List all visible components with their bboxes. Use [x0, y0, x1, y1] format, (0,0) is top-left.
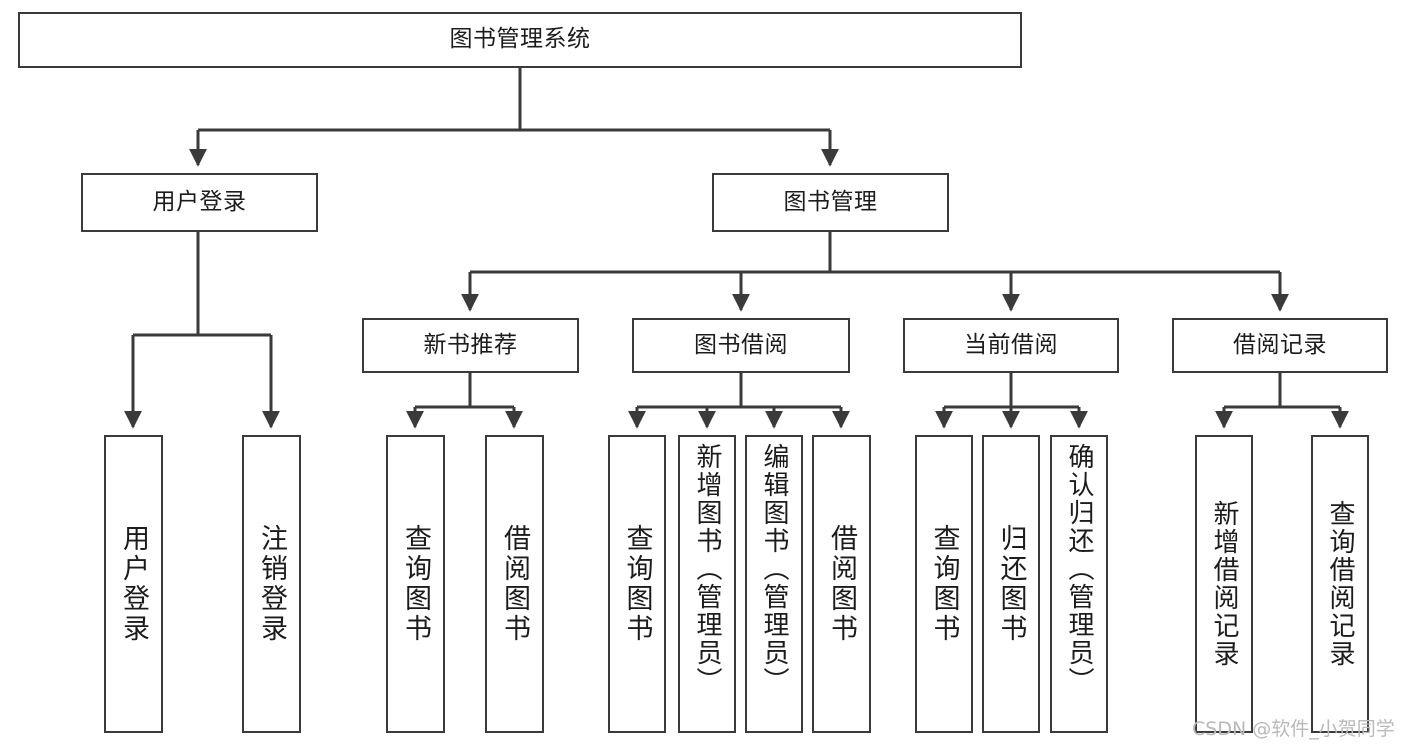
node-leaf-query-book-rec-label: 查询图书 — [400, 524, 431, 644]
watermark-text: CSDN @软件_小贺同学 — [1192, 718, 1395, 740]
node-leaf-edit-book-admin-label: 编辑图书（管理员） — [759, 443, 789, 695]
node-book-borrow-label: 图书借阅 — [694, 331, 788, 358]
node-leaf-return-book[interactable]: 归还图书 — [982, 435, 1040, 733]
node-new-book-recommend-label: 新书推荐 — [423, 331, 518, 358]
node-book-borrow[interactable]: 图书借阅 — [632, 318, 850, 373]
node-root-label: 图书管理系统 — [449, 26, 591, 53]
node-book-manage[interactable]: 图书管理 — [712, 173, 949, 232]
node-leaf-borrow-book-rec[interactable]: 借阅图书 — [485, 435, 544, 733]
node-leaf-borrow-book-rec-label: 借阅图书 — [499, 524, 530, 644]
node-user-login-label: 用户登录 — [152, 188, 247, 215]
node-current-borrow-label: 当前借阅 — [964, 331, 1058, 358]
node-leaf-user-login[interactable]: 用户登录 — [104, 435, 163, 733]
node-leaf-query-book-rec[interactable]: 查询图书 — [386, 435, 445, 733]
node-leaf-borrow-book-bor-label: 借阅图书 — [826, 524, 857, 644]
node-borrow-record-label: 借阅记录 — [1233, 331, 1327, 358]
node-leaf-user-login-label: 用户登录 — [118, 524, 149, 644]
node-leaf-query-book-bor-label: 查询图书 — [621, 524, 653, 644]
node-current-borrow[interactable]: 当前借阅 — [903, 318, 1119, 373]
node-leaf-confirm-return[interactable]: 确认归还（管理员） — [1050, 435, 1108, 733]
node-leaf-add-borrow-rec[interactable]: 新增借阅记录 — [1195, 435, 1253, 733]
node-leaf-query-book-bor[interactable]: 查询图书 — [608, 435, 666, 733]
node-leaf-add-book-admin[interactable]: 新增图书（管理员） — [678, 435, 736, 733]
node-leaf-edit-book-admin[interactable]: 编辑图书（管理员） — [745, 435, 803, 733]
node-leaf-return-book-label: 归还图书 — [995, 524, 1027, 644]
node-leaf-borrow-book-bor[interactable]: 借阅图书 — [812, 435, 871, 733]
node-leaf-query-book-cur-label: 查询图书 — [928, 524, 960, 644]
node-leaf-query-borrow-rec-label: 查询借阅记录 — [1325, 500, 1355, 668]
node-new-book-recommend[interactable]: 新书推荐 — [362, 318, 579, 373]
node-root[interactable]: 图书管理系统 — [18, 12, 1022, 68]
node-leaf-query-book-cur[interactable]: 查询图书 — [915, 435, 973, 733]
node-leaf-query-borrow-rec[interactable]: 查询借阅记录 — [1311, 435, 1369, 733]
node-leaf-confirm-return-label: 确认归还（管理员） — [1064, 443, 1094, 695]
node-leaf-logout-login[interactable]: 注销登录 — [242, 435, 301, 733]
node-borrow-record[interactable]: 借阅记录 — [1172, 318, 1388, 373]
node-leaf-add-borrow-rec-label: 新增借阅记录 — [1209, 500, 1239, 668]
node-user-login[interactable]: 用户登录 — [81, 173, 318, 232]
node-leaf-add-book-admin-label: 新增图书（管理员） — [692, 443, 722, 695]
node-leaf-logout-login-label: 注销登录 — [256, 524, 287, 644]
node-book-manage-label: 图书管理 — [783, 188, 878, 215]
